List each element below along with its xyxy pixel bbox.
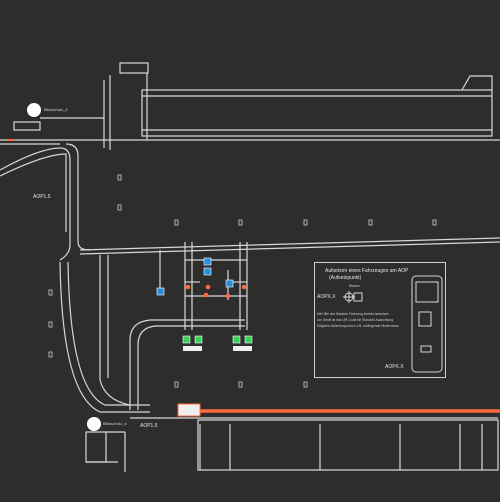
legend-note-3: Mögliche Ablenkung durch z.B. umliegende…	[317, 324, 399, 328]
charging-station-icon	[182, 335, 191, 344]
aop-label-1-5: AOP1.5	[33, 194, 51, 200]
vehicle-icon[interactable]	[177, 403, 201, 417]
parking-marker-icon	[156, 287, 165, 296]
marker-target-icon	[241, 284, 247, 290]
charging-station-icon	[232, 335, 241, 344]
parking-markers[interactable]	[156, 257, 234, 296]
legend-title: Aufsetzen eines Fahrzeuges am AOP	[325, 268, 409, 274]
lightning-protection-icon-top	[27, 103, 41, 117]
legend-note-1: Mit Hilfe des Markers Fahrzeug korrekt a…	[317, 312, 390, 316]
dock-markers	[48, 174, 437, 388]
parking-marker-icon	[225, 279, 234, 288]
legend-aop-label: AOPX.X	[317, 294, 336, 300]
marker-target-icon	[203, 292, 209, 298]
legend-aop-bottom: AOPX.X	[385, 364, 404, 370]
parking-marker-icon	[203, 267, 212, 276]
building-outlines	[0, 62, 500, 472]
orange-markers[interactable]	[185, 284, 247, 299]
legend-marker-label: Marker	[349, 284, 360, 288]
legend-subtitle: (Aufsetzpunkt)	[329, 275, 362, 281]
marker-target-icon	[205, 284, 211, 290]
charging-station-icon	[194, 335, 203, 344]
legend-note-2: Am Gerät ist das QR-Code für Standort-Au…	[317, 318, 394, 322]
charging-station-icon	[244, 335, 253, 344]
charging-stations[interactable]	[182, 335, 253, 351]
marker-target-icon	[185, 284, 191, 290]
legend-box: Aufsetzen eines Fahrzeuges am AOP (Aufse…	[314, 262, 446, 378]
blitz-label-top: Blitzschutz_4	[44, 107, 68, 112]
parking-marker-icon	[203, 257, 212, 266]
aop-label-1-6: AOP1.6	[140, 423, 158, 429]
marker-target-icon	[225, 293, 231, 299]
legend-vehicle-drawing	[343, 275, 443, 373]
blitz-label-bottom: Blitzschutz_4	[103, 421, 127, 426]
lightning-protection-icon-bottom	[87, 417, 101, 431]
